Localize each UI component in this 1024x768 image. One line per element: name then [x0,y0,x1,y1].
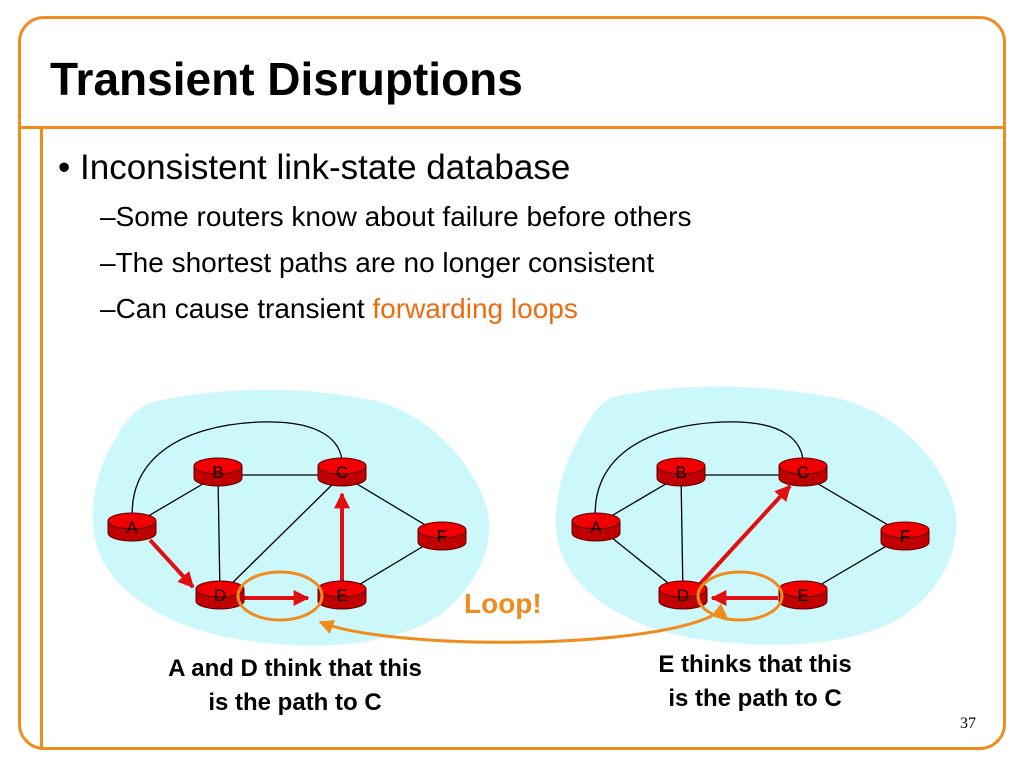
left-router-E: E [317,580,367,610]
right-router-E: E [778,580,828,610]
right-router-B: B [656,457,706,487]
bullet-marker: • [58,148,71,187]
router-label-D: D [214,586,226,605]
right-router-A: A [571,512,621,542]
link-A-C-arc-r [594,421,804,526]
bullet-list: • Inconsistent link-state database –Some… [58,148,691,326]
dash-marker: – [100,293,116,324]
right-loop-circle [696,570,784,622]
path-A-D [148,538,195,589]
left-network: A B C D E F [92,389,490,646]
left-router-C: C [317,457,367,487]
bullet-main: • Inconsistent link-state database [58,148,691,188]
left-router-D: D [195,580,245,610]
caption-left-line2: is the path to C [208,689,382,716]
router-label-A: A [126,518,138,537]
side-divider [40,126,43,750]
sub-bullet-1: –Some routers know about failure before … [100,200,691,234]
link-B-D [217,474,221,596]
router-label-F: F [437,527,447,546]
router-label-C: C [797,463,809,482]
bullet-main-text: Inconsistent link-state database [80,148,571,187]
caption-right-line1: E thinks that this [658,651,852,678]
sub-bullet-1-text: Some routers know about failure before o… [115,201,692,232]
router-label-C: C [336,463,348,482]
sub-bullet-2: –The shortest paths are no longer consis… [100,246,691,280]
sub-bullet-3: –Can cause transient forwarding loops [100,292,691,326]
link-A-C-arc [131,421,343,526]
right-cloud [555,386,957,645]
router-label-B: B [675,463,686,482]
slide-title: Transient Disruptions [50,53,523,105]
title-divider [18,126,1006,129]
left-router-B: B [193,457,243,487]
page-number: 37 [960,715,976,732]
left-loop-circle [236,570,324,622]
dash-marker: – [100,247,116,278]
router-label-E: E [336,586,347,605]
path-D-C [698,484,792,586]
loop-connector-arrow [318,603,728,644]
router-label-E: E [797,586,808,605]
router-label-D: D [677,586,689,605]
highlight-forwarding-loops: forwarding loops [372,293,578,324]
left-router-A: A [107,512,157,542]
right-router-F: F [880,521,930,551]
loop-label: Loop! [464,588,542,619]
caption-left-line1: A and D think that this [168,655,422,682]
right-network: A B C D E F [555,386,957,645]
router-label-A: A [590,518,602,537]
router-label-F: F [900,527,910,546]
router-label-B: B [212,463,223,482]
slide-frame [18,16,1006,750]
left-router-F: F [417,521,467,551]
link-C-D [219,474,343,596]
caption-left: A and D think that this is the path to C [140,652,450,720]
sub-bullet-3-text: Can cause transient [115,293,373,324]
right-router-C: C [778,457,828,487]
caption-right-line2: is the path to C [668,685,842,712]
sub-bullet-2-text: The shortest paths are no longer consist… [115,247,655,278]
dash-marker: – [100,201,116,232]
caption-right: E thinks that this is the path to C [610,648,900,716]
link-B-D-r [680,474,684,596]
